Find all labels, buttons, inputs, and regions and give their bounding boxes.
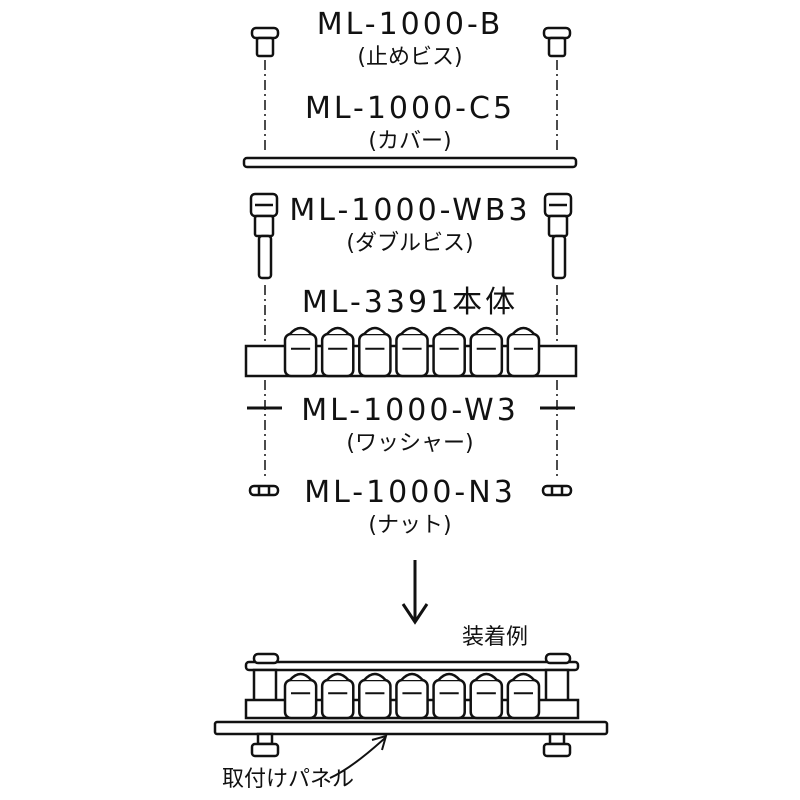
body-terminal-cell (432, 326, 466, 378)
mounting-example (213, 652, 609, 758)
part-name-nut: (ナット) (368, 513, 451, 538)
nut-left-icon (248, 484, 280, 497)
part-code-washer: ML-1000-W3 (301, 393, 519, 428)
example-terminal-cell (506, 672, 541, 720)
double-screw-left-icon (249, 192, 279, 280)
cover-plate (242, 156, 578, 169)
body-terminal-cell (358, 326, 392, 378)
part-code-nut: ML-1000-N3 (304, 475, 516, 510)
terminal-block-body (244, 326, 578, 378)
part-code-body: ML-3391本体 (302, 285, 518, 320)
example-terminal-cell (469, 672, 504, 720)
part-name-cover: (カバー) (368, 129, 451, 154)
panel-leader-arrow-icon (329, 734, 388, 779)
stop-screw-right-icon (542, 26, 572, 58)
part-name-double-screw: (ダブルビス) (346, 231, 473, 256)
example-terminal-cell (432, 672, 466, 720)
part-name-washer: (ワッシャー) (346, 431, 473, 456)
part-code-cover: ML-1000-C5 (305, 91, 515, 126)
example-terminal-cell (358, 672, 392, 720)
double-screw-right-icon (543, 192, 573, 280)
part-code-stop-screw: ML-1000-B (317, 7, 504, 42)
example-terminal-cell (395, 672, 429, 720)
example-terminal-cell (283, 672, 318, 720)
example-terminal-cell (320, 672, 355, 720)
arrow-down-icon (401, 560, 429, 625)
body-terminal-cell (469, 326, 504, 378)
body-terminal-cell (506, 326, 541, 378)
part-code-double-screw: ML-1000-WB3 (289, 193, 530, 228)
body-terminal-cell (320, 326, 355, 378)
mounting-panel-label: 取付けパネル (222, 767, 354, 792)
nut-right-icon (541, 484, 573, 497)
mounting-example-label: 装着例 (462, 625, 528, 650)
body-terminal-cell (395, 326, 429, 378)
stop-screw-left-icon (250, 26, 280, 58)
part-name-stop-screw: (止めビス) (357, 45, 462, 70)
body-terminal-cell (283, 326, 318, 378)
